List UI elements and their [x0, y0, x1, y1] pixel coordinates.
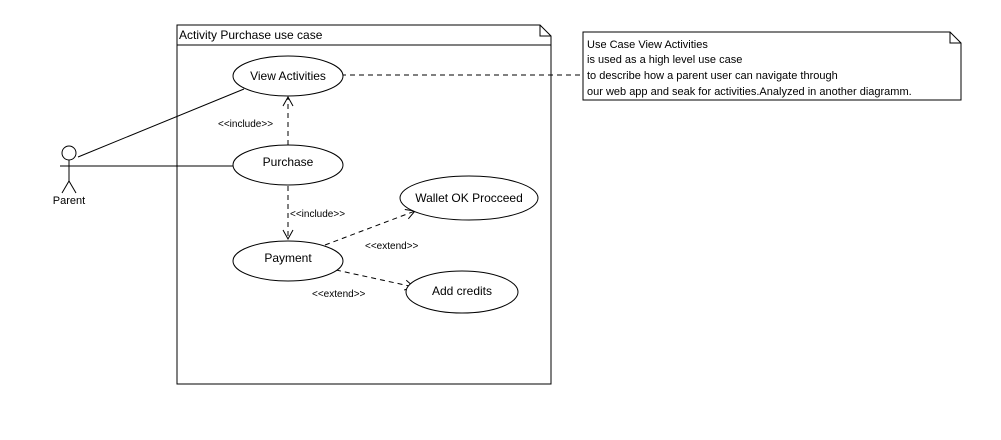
include-label: <<include>>: [290, 209, 345, 220]
use-case-label: Wallet OK Procceed: [415, 191, 523, 205]
include-label: <<include>>: [218, 119, 273, 130]
use-case-label: View Activities: [250, 69, 326, 83]
extend-label: <<extend>>: [312, 289, 366, 300]
note-line: to describe how a parent user can naviga…: [587, 70, 838, 82]
use-case-label: Purchase: [263, 155, 314, 169]
note-line: is used as a high level use case: [587, 54, 742, 66]
actor-parent: Parent: [53, 145, 85, 207]
association-view-activities: [77, 88, 245, 158]
use-case-add-credits: Add credits: [405, 270, 519, 314]
use-case-payment: Payment: [232, 240, 344, 282]
use-case-purchase: Purchase: [232, 144, 344, 186]
note-line: Use Case View Activities: [587, 39, 708, 51]
note: Use Case View Activities is used as a hi…: [582, 31, 962, 101]
use-case-wallet-ok: Wallet OK Procceed: [399, 175, 539, 221]
frame-title: Activity Purchase use case: [179, 28, 323, 42]
use-case-view-activities: View Activities: [232, 55, 344, 97]
extend-label: <<extend>>: [365, 241, 419, 252]
extend-wallet-arrow: [324, 209, 416, 246]
extend-credits-arrow: [335, 269, 416, 291]
use-case-label: Payment: [264, 251, 312, 265]
actor-head: [61, 145, 77, 161]
note-line: our web app and seak for activities.Anal…: [587, 86, 912, 98]
actor-label: Parent: [53, 195, 85, 207]
use-case-label: Add credits: [432, 284, 492, 298]
